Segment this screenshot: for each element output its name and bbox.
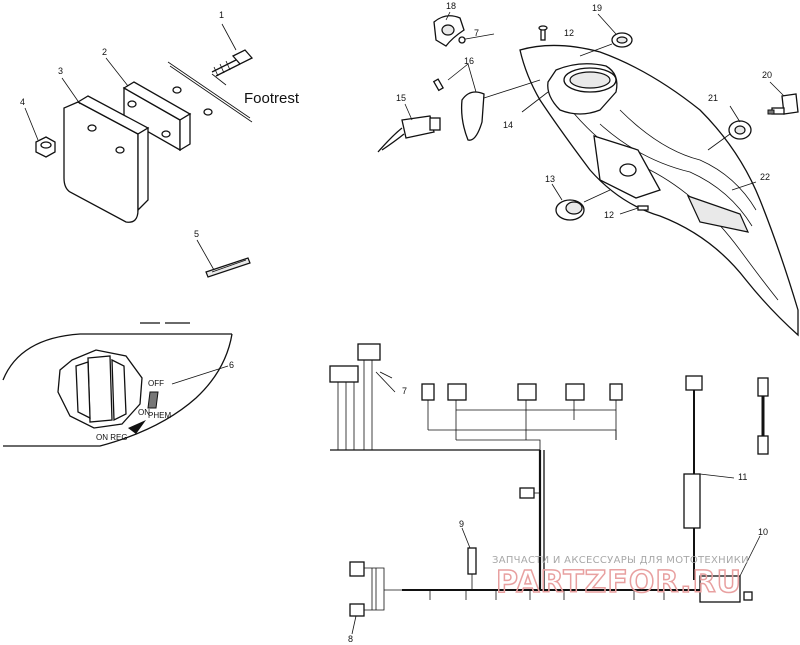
callout-1: 1 xyxy=(219,10,224,20)
switch-phem-label: PHEM xyxy=(148,411,171,420)
bolt-part-1 xyxy=(211,49,254,77)
bracket-part-18 xyxy=(433,15,465,47)
switch-on-label: ON xyxy=(138,408,150,417)
grommet-part-19 xyxy=(611,32,633,48)
callout-6: 6 xyxy=(229,360,234,370)
footrest-assembly xyxy=(35,49,254,278)
ignition-switch-panel xyxy=(2,322,233,447)
callout-15: 15 xyxy=(396,93,406,103)
callout-12-bottom: 12 xyxy=(604,210,614,220)
tie-strap-part-5 xyxy=(205,257,251,278)
callout-11: 11 xyxy=(738,472,747,482)
switch-onreg-label: ON REG xyxy=(96,433,128,442)
screw-part-12 xyxy=(538,25,548,41)
callout-21: 21 xyxy=(708,93,718,103)
knob-part-20 xyxy=(767,93,799,115)
pad-part-3 xyxy=(63,95,150,223)
callout-8: 8 xyxy=(348,634,353,644)
callout-14: 14 xyxy=(503,120,513,130)
callout-2: 2 xyxy=(102,47,107,57)
nut-part-4 xyxy=(35,136,56,158)
lamp-part-13 xyxy=(555,189,611,221)
wiring-harness xyxy=(329,343,769,617)
socket-part-15 xyxy=(377,115,441,153)
callout-7-top: 7 xyxy=(474,28,479,38)
switch-off-label: OFF xyxy=(148,379,164,388)
callout-19: 19 xyxy=(592,3,602,13)
watermark-logo: PARTZFOR.RU xyxy=(496,565,742,600)
callout-22: 22 xyxy=(760,172,770,182)
bulb-part-16 xyxy=(432,78,485,141)
callout-3: 3 xyxy=(58,66,63,76)
callout-16: 16 xyxy=(464,56,474,66)
callout-5: 5 xyxy=(194,229,199,239)
callout-7-harness: 7 xyxy=(402,386,407,396)
callout-12-top: 12 xyxy=(564,28,574,38)
callout-10: 10 xyxy=(758,527,768,537)
nut-part-21 xyxy=(728,120,752,140)
callout-13: 13 xyxy=(545,174,555,184)
watermark-tagline: ЗАПЧАСТИ И АКСЕССУАРЫ ДЛЯ МОТОТЕХНИКИ xyxy=(492,555,749,566)
callout-9: 9 xyxy=(459,519,464,529)
callout-18: 18 xyxy=(446,1,456,11)
footrest-label: Footrest xyxy=(244,90,300,107)
callout-4: 4 xyxy=(20,97,25,107)
dash-console-part-22 xyxy=(519,44,799,337)
callout-20: 20 xyxy=(762,70,772,80)
plate-part-2 xyxy=(122,81,192,152)
